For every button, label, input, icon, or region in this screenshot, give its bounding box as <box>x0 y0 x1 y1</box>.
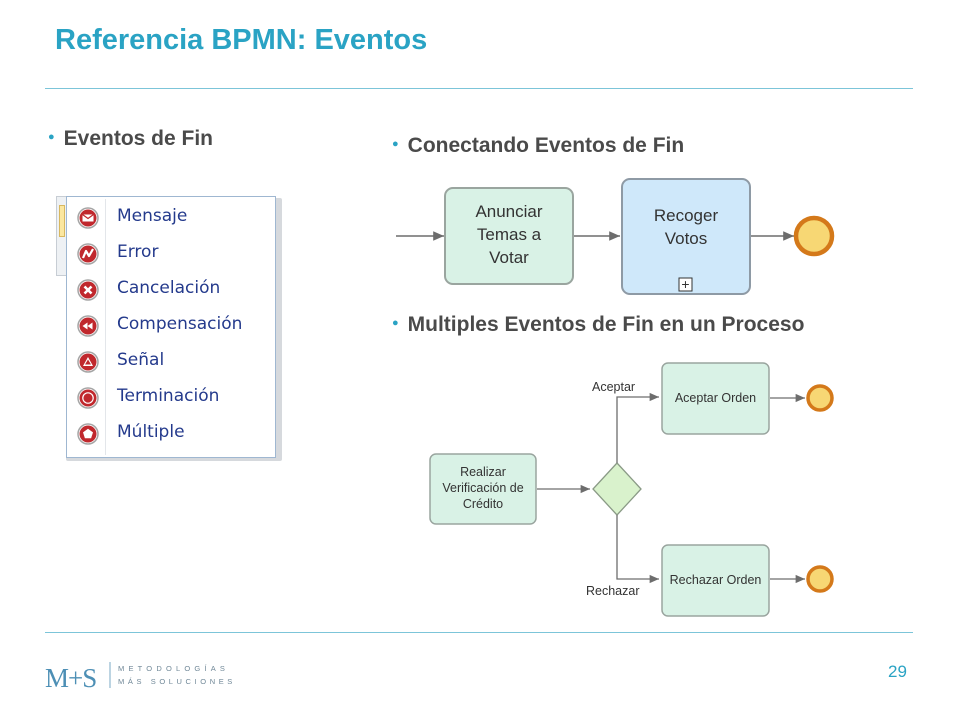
menu-item-label: Señal <box>117 350 165 370</box>
compensation-rewind-icon <box>77 315 99 337</box>
bullet-dot-icon: ● <box>392 317 399 330</box>
task-aceptar-orden-label: Aceptar Orden <box>675 391 756 405</box>
bullet-dot-icon: ● <box>48 131 55 144</box>
menu-item-label: Compensación <box>117 314 243 334</box>
bullet-eventos-de-fin: ● Eventos de Fin <box>48 127 213 151</box>
menu-item-label: Error <box>117 242 159 262</box>
task-anunciar-line3: Votar <box>489 248 529 267</box>
end-event[interactable] <box>793 215 835 257</box>
bullet-conectando: ● Conectando Eventos de Fin <box>392 134 684 158</box>
task-realizar-line3: Crédito <box>463 497 503 511</box>
task-realizar[interactable] <box>429 453 537 525</box>
menu-item-label: Mensaje <box>117 206 188 226</box>
logo-mark: M+S <box>45 663 96 693</box>
task-anunciar-line2: Temas a <box>477 225 542 244</box>
task-realizar-line1: Realizar <box>460 465 506 479</box>
terminate-dot-icon <box>77 387 99 409</box>
cancel-x-icon <box>77 279 99 301</box>
task-aceptar-orden[interactable] <box>661 362 770 435</box>
menu-item-compensacion[interactable]: Compensación <box>67 310 275 342</box>
error-bolt-icon <box>77 243 99 265</box>
task-anunciar[interactable] <box>444 187 574 285</box>
bullet-text: Eventos de Fin <box>63 127 214 150</box>
bullet-dot-icon: ● <box>392 138 399 151</box>
signal-triangle-icon <box>77 351 99 373</box>
logo: M+S METODOLOGÍAS MÁS SOLUCIONES <box>45 662 236 693</box>
subprocess-recoger[interactable] <box>621 178 751 295</box>
menu-gutter <box>105 199 106 455</box>
menu-item-cancelacion[interactable]: Cancelación <box>67 274 275 306</box>
task-realizar-line2: Verificación de <box>442 481 523 495</box>
envelope-icon <box>77 207 99 229</box>
menu-item-terminacion[interactable]: Terminación <box>67 382 275 414</box>
menu-item-label: Terminación <box>117 386 220 406</box>
menu-item-multiple[interactable]: Múltiple <box>67 418 275 450</box>
logo-line2: MÁS SOLUCIONES <box>118 677 236 686</box>
flow-label-rechazar: Rechazar <box>586 584 640 598</box>
subprocess-recoger-line2: Votos <box>665 229 708 248</box>
slide-title: Referencia BPMN: Eventos <box>55 24 428 56</box>
top-divider <box>45 88 913 89</box>
bottom-divider <box>45 632 913 633</box>
flow-label-aceptar: Aceptar <box>592 380 635 394</box>
task-rechazar-orden-label: Rechazar Orden <box>670 573 762 587</box>
menu-item-label: Múltiple <box>117 422 185 442</box>
sequence-flow-upper <box>616 392 659 463</box>
bullet-text: Multiples Eventos de Fin en un Proceso <box>407 313 805 336</box>
task-anunciar-line1: Anunciar <box>475 202 542 221</box>
task-rechazar-orden[interactable] <box>661 544 770 617</box>
logo-line1: METODOLOGÍAS <box>118 664 229 673</box>
menu-item-label: Cancelación <box>117 278 221 298</box>
toolbar-stub-highlight <box>59 205 65 237</box>
bullet-multiples: ● Multiples Eventos de Fin en un Proceso <box>392 313 804 337</box>
end-event-upper[interactable] <box>806 384 834 412</box>
page-number: 29 <box>888 662 907 681</box>
diagram-multiple-end: Realizar Verificación de Crédito Aceptar… <box>429 362 834 617</box>
multiple-pentagon-icon <box>77 423 99 445</box>
menu-item-error[interactable]: Error <box>67 238 275 270</box>
end-event-lower[interactable] <box>806 565 834 593</box>
subprocess-recoger-line1: Recoger <box>654 206 719 225</box>
toolbar-stub <box>56 196 66 276</box>
end-event-menu: Mensaje Error Cancelación Compensación <box>66 196 276 458</box>
sequence-flow-lower <box>616 515 659 584</box>
subprocess-marker-box <box>678 277 693 292</box>
subprocess-marker: + <box>681 276 689 292</box>
exclusive-gateway[interactable] <box>592 462 642 516</box>
diagram-connecting-end: Anunciar Temas a Votar Recoger Votos + <box>396 178 835 295</box>
bullet-text: Conectando Eventos de Fin <box>407 134 685 157</box>
menu-item-senal[interactable]: Señal <box>67 346 275 378</box>
menu-item-mensaje[interactable]: Mensaje <box>67 202 275 234</box>
